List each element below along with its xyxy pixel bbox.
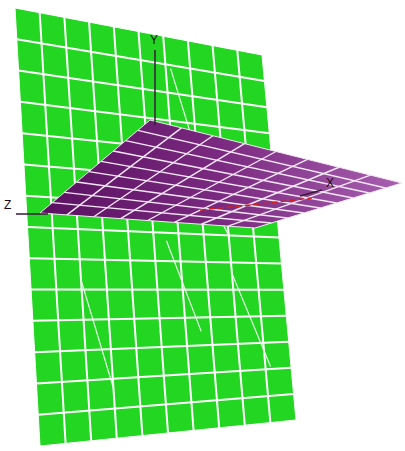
grid-line [228,175,370,226]
grid-line [33,316,286,321]
contour-line [166,241,201,332]
axis-label: X [326,176,334,190]
axis-line [154,50,156,125]
grid-line [35,342,289,352]
grid-line [67,128,182,215]
contour-line [232,273,271,366]
plane-face [40,120,402,228]
axis-label: Y [150,33,158,47]
axis-line [300,190,322,196]
axes [16,50,322,214]
grid-line [28,227,280,238]
grid-line [38,394,293,415]
grid-line [174,159,307,222]
grid-line [148,152,277,221]
intersection-line [200,198,312,210]
grid-line [121,144,245,219]
grid-line [29,258,281,263]
grid-line [19,71,267,108]
grid-line [201,167,339,224]
grid-line [31,289,284,291]
axis-line [16,213,48,215]
axis-label: Z [4,198,11,212]
horizontal-plane [40,120,402,228]
grid-line [94,136,213,217]
contour-line [81,280,113,388]
grid-line [36,368,291,384]
